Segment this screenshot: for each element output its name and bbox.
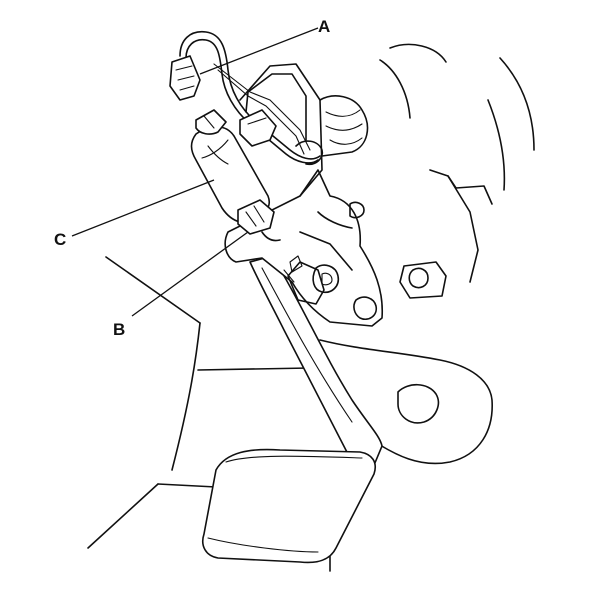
dash-panel [319,43,535,465]
floor-outline [87,256,331,572]
leader-b [131,231,249,317]
callout-c: C [54,230,66,249]
brake-pedal-switch [190,109,281,242]
callout-b: B [113,320,125,339]
callout-a: A [318,17,330,36]
pedal-bracket [224,63,384,327]
leader-c [71,179,215,237]
leader-a [199,27,319,75]
pedal-pad [202,448,376,564]
leader-lines [71,27,319,317]
wiring-harness [169,31,324,166]
